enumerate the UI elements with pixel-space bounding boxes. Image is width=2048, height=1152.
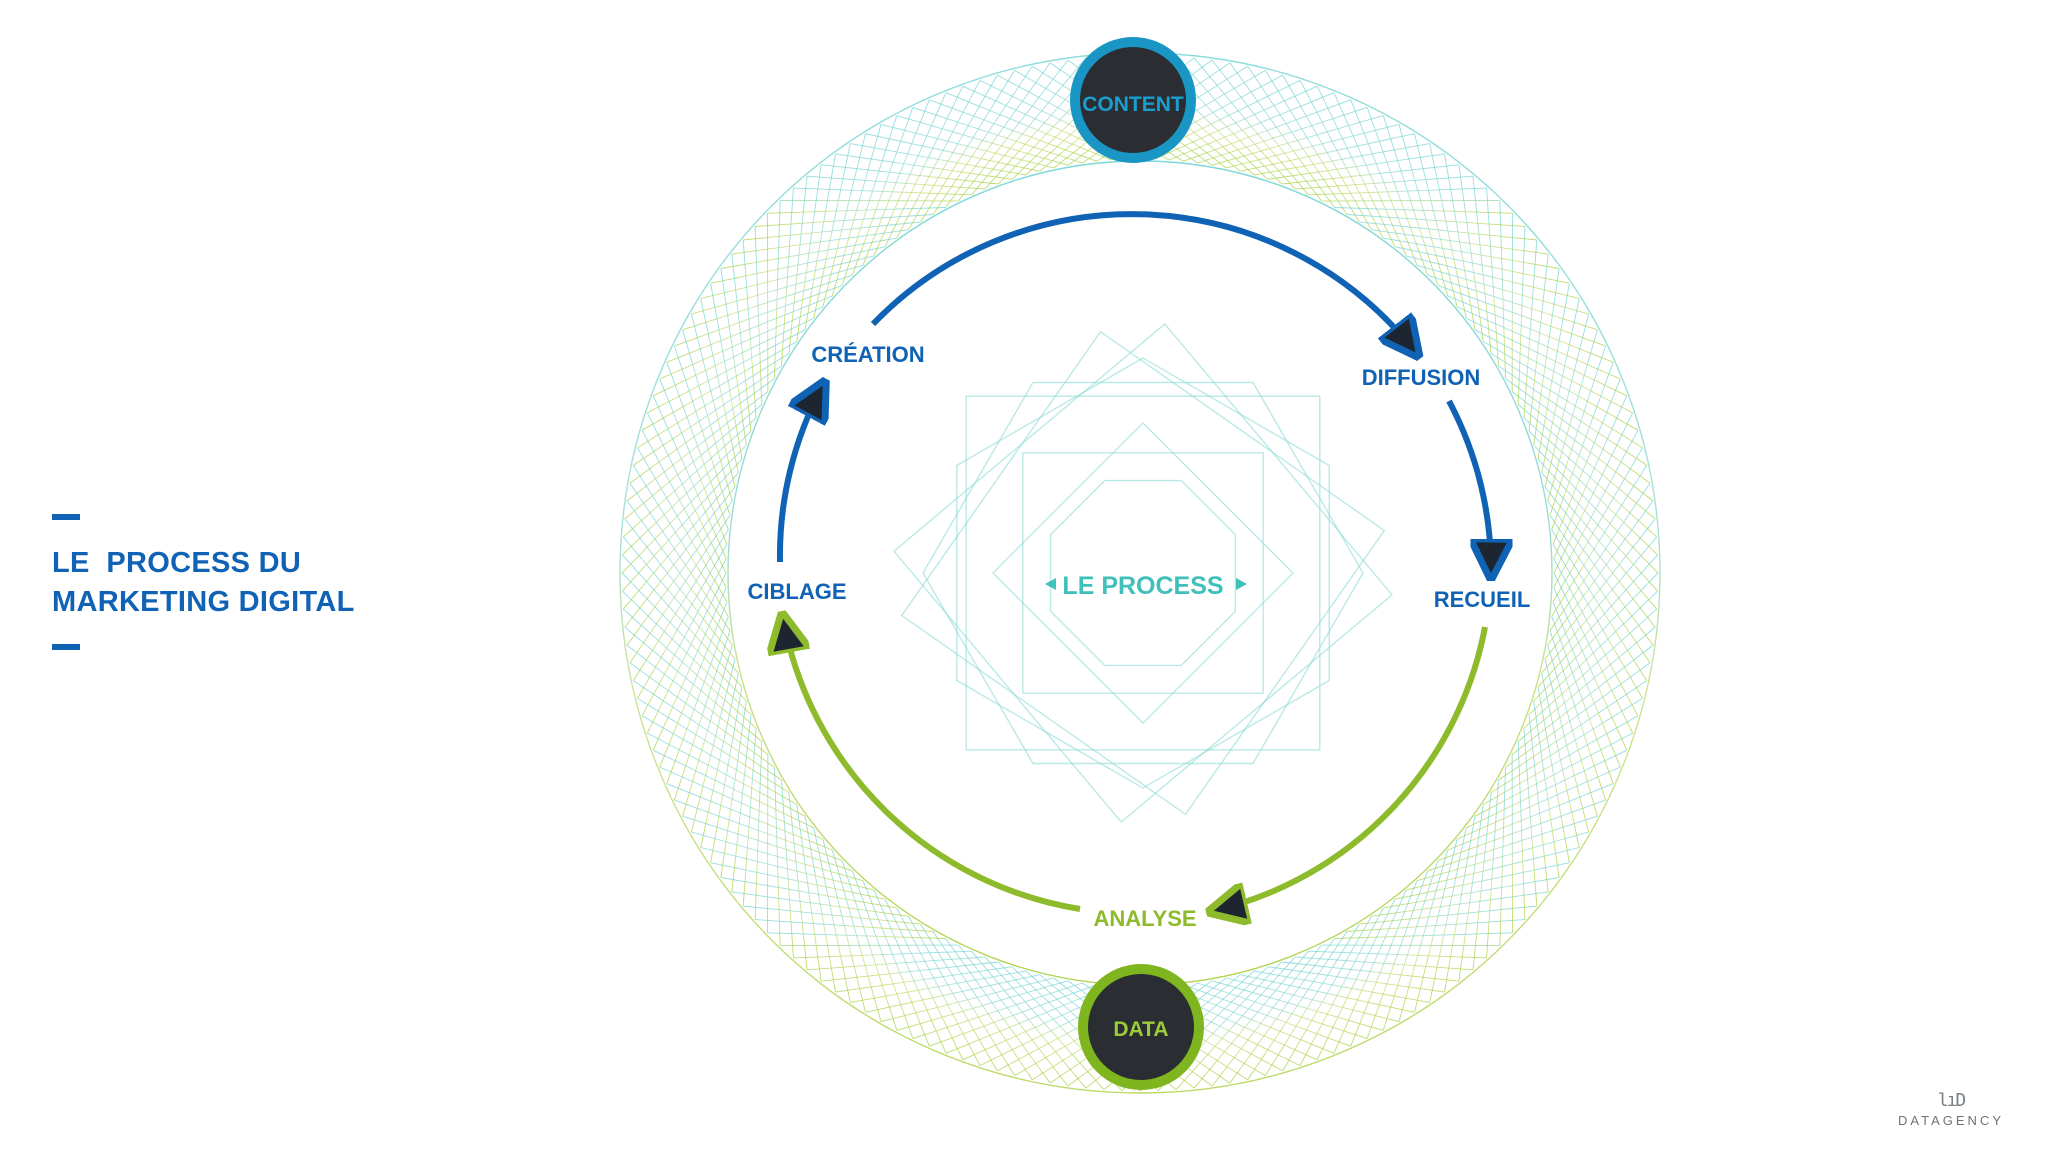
title-dash-top <box>52 514 80 520</box>
chevron-right-icon <box>1236 578 1247 590</box>
slide-title: LE PROCESS DU MARKETING DIGITAL <box>52 514 355 650</box>
datagency-logo: lıD DATAGENCY <box>1898 1090 2004 1129</box>
hub-content-label: CONTENT <box>1082 93 1184 116</box>
hub-data: DATA <box>1078 964 1204 1090</box>
datagency-logo-icon: lıD <box>1937 1090 1967 1111</box>
step-analyse: ANALYSE <box>1093 906 1196 931</box>
hub-data-label: DATA <box>1113 1018 1168 1041</box>
hub-content: CONTENT <box>1070 37 1196 163</box>
step-creation: CRÉATION <box>811 342 924 367</box>
title-line-1: LE PROCESS DU <box>52 547 302 579</box>
step-recueil: RECUEIL <box>1434 587 1531 612</box>
step-ciblage: CIBLAGE <box>748 579 847 604</box>
title-line-2: MARKETING DIGITAL <box>52 586 355 618</box>
center-label: LE PROCESS <box>1045 572 1247 600</box>
arrow-recueil-to-analyse <box>1213 626 1488 911</box>
step-diffusion: DIFFUSION <box>1362 365 1481 390</box>
arrow-diffusion-to-recueil <box>1446 399 1491 574</box>
arrow-analyse-to-ciblage <box>783 618 1081 912</box>
datagency-logo-text: DATAGENCY <box>1898 1113 2004 1128</box>
title-dash-bottom <box>52 644 80 650</box>
arrow-ciblage-to-creation <box>776 385 823 563</box>
center-label-text: LE PROCESS <box>1062 572 1223 600</box>
center-polygon-pattern <box>893 323 1393 823</box>
arrow-creation-to-diffusion <box>870 211 1416 353</box>
chevron-left-icon <box>1045 578 1056 590</box>
